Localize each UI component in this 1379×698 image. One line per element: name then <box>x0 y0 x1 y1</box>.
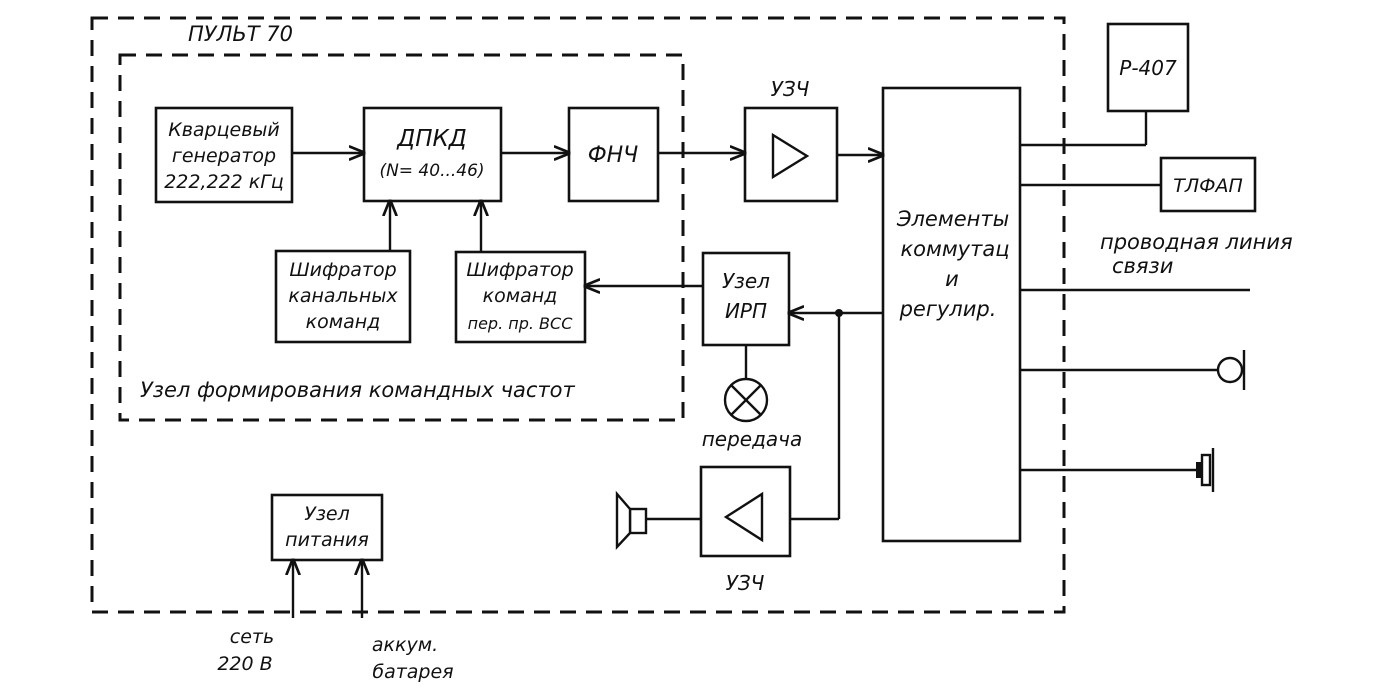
command-encoder-line-2: команд <box>483 285 558 307</box>
channel-encoder-block: Шифратор канальных команд <box>274 249 412 344</box>
dpkd-line-1: ДПКД <box>396 126 467 152</box>
transmit-lamp-icon <box>723 377 769 423</box>
formation-node-label: Узел формирования командных частот <box>140 378 576 402</box>
formation-node-boundary <box>118 53 685 422</box>
channel-encoder-line-2: канальных <box>288 285 398 307</box>
command-encoder-block: Шифратор команд пер. пр. ВСС <box>454 250 587 344</box>
speaker-icon <box>615 490 648 551</box>
microphone-icon <box>1216 350 1246 390</box>
channel-encoder-line-3: команд <box>306 311 381 333</box>
quartz-generator-block: Кварцевый генератор 222,222 кГц <box>154 106 294 204</box>
wired-line-label-1: проводная линия <box>1100 230 1293 254</box>
tlfap-block: ТЛФАП <box>1159 156 1257 213</box>
switching-line-4: регулир. <box>899 297 997 321</box>
fnch-label: ФНЧ <box>588 143 639 168</box>
irp-block: Узел ИРП <box>701 251 791 347</box>
command-encoder-line-3: пер. пр. ВСС <box>468 314 574 333</box>
irp-line-2: ИРП <box>725 299 767 323</box>
tlfap-label: ТЛФАП <box>1173 175 1243 197</box>
dpkd-line-2: (N= 40...46) <box>379 161 484 181</box>
power-unit-line-2: питания <box>285 529 369 551</box>
connections <box>292 111 1250 618</box>
pult-label: ПУЛЬТ 70 <box>188 22 293 46</box>
uzch-bottom-block <box>699 465 792 558</box>
pult-boundary <box>90 16 1066 614</box>
mains-label-2: 220 В <box>217 653 272 675</box>
channel-encoder-line-1: Шифратор <box>289 259 396 281</box>
switching-line-2: коммутац <box>900 237 1009 261</box>
switching-elements-block: Элементы коммутац и регулир. <box>881 86 1022 543</box>
quartz-line-2: генератор <box>172 145 276 167</box>
amplifier-left-icon <box>723 491 764 543</box>
switching-line-1: Элементы <box>896 207 1009 231</box>
fnch-block: ФНЧ <box>567 106 660 203</box>
irp-line-1: Узел <box>722 269 770 293</box>
battery-label-2: батарея <box>372 661 453 683</box>
switching-line-3: и <box>945 267 959 291</box>
quartz-line-1: Кварцевый <box>168 119 280 141</box>
uzch-bottom-label: УЗЧ <box>726 571 765 595</box>
battery-label-1: аккум. <box>372 634 438 656</box>
r407-block: Р-407 <box>1106 22 1190 113</box>
dpkd-block: ДПКД (N= 40...46) <box>362 106 503 203</box>
r407-label: Р-407 <box>1119 56 1177 80</box>
wired-line-label-2: связи <box>1112 254 1173 278</box>
transmit-label: передача <box>702 427 803 451</box>
headset-icon <box>1196 448 1215 492</box>
amplifier-right-icon <box>771 132 810 180</box>
uzch-top-label: УЗЧ <box>771 77 810 101</box>
power-unit-block: Узел питания <box>270 493 384 562</box>
uzch-top-block <box>743 106 839 203</box>
power-unit-line-1: Узел <box>304 503 350 525</box>
quartz-line-3: 222,222 кГц <box>164 171 284 193</box>
mains-label-1: сеть <box>230 626 274 648</box>
command-encoder-line-1: Шифратор <box>466 259 573 281</box>
